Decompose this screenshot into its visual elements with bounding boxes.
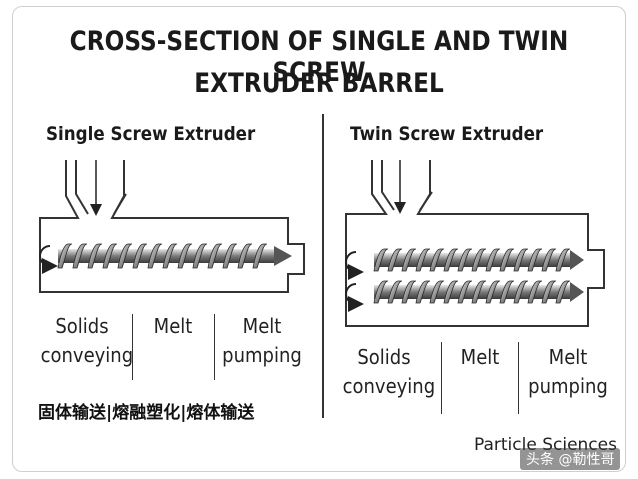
screw-flight bbox=[117, 243, 133, 269]
twin-screw-upper bbox=[373, 248, 584, 272]
watermark: 头条 @勒性哥 bbox=[520, 448, 621, 470]
screw-flight bbox=[57, 243, 73, 269]
screw-flight bbox=[443, 248, 459, 272]
screw-flight bbox=[373, 280, 389, 304]
screw-flight bbox=[471, 248, 487, 272]
twin-screw-label: Twin Screw Extruder bbox=[350, 123, 544, 145]
title-line-1: CROSS-SECTION OF SINGLE AND TWIN SCREW bbox=[69, 26, 569, 88]
screw-flight bbox=[415, 280, 431, 304]
screw-flight bbox=[387, 280, 403, 304]
screw-flight bbox=[207, 243, 223, 269]
screw-flight bbox=[162, 243, 178, 269]
screw-flight bbox=[102, 243, 118, 269]
screw-flight bbox=[415, 248, 431, 272]
screw-flight bbox=[443, 280, 459, 304]
single-zone-melt: Melt bbox=[153, 314, 193, 338]
screw-flight bbox=[387, 248, 403, 272]
figure-frame bbox=[12, 6, 626, 472]
rotation-arrow-single bbox=[39, 245, 58, 274]
screw-flight bbox=[147, 243, 163, 269]
twin-barrel bbox=[345, 160, 605, 327]
screw-flight bbox=[87, 243, 103, 269]
screw-flight bbox=[471, 280, 487, 304]
screw-flight bbox=[527, 280, 543, 304]
screw-flight bbox=[527, 248, 543, 272]
rotation-arrow-twin-lower bbox=[345, 283, 364, 312]
title-line-2: EXTRUDER BARREL bbox=[194, 68, 444, 99]
screw-flight bbox=[513, 248, 529, 272]
screw-flight bbox=[555, 280, 571, 304]
screw-flight bbox=[457, 248, 473, 272]
screw-flight bbox=[457, 280, 473, 304]
screw-flight bbox=[541, 248, 557, 272]
screw-flight bbox=[499, 280, 515, 304]
screw-flight bbox=[485, 248, 501, 272]
screw-flight bbox=[485, 280, 501, 304]
single-zone-separator-2 bbox=[214, 314, 215, 380]
screw-flight bbox=[373, 248, 389, 272]
screw-flight bbox=[499, 248, 515, 272]
center-divider bbox=[322, 114, 324, 418]
screw-flight bbox=[222, 243, 238, 269]
screw-flight bbox=[252, 243, 268, 269]
screw-flight bbox=[237, 243, 253, 269]
twin-zone-separator-1 bbox=[441, 342, 442, 414]
single-screw-label: Single Screw Extruder bbox=[46, 123, 256, 145]
screw-flight bbox=[401, 280, 417, 304]
screw-flight bbox=[132, 243, 148, 269]
screw-flight bbox=[555, 248, 571, 272]
single-zone-separator-1 bbox=[132, 314, 133, 380]
screw-flight bbox=[72, 243, 88, 269]
single-screw bbox=[57, 243, 292, 269]
twin-zone-melt: Melt bbox=[460, 345, 500, 369]
screw-flight bbox=[177, 243, 193, 269]
twin-zone-separator-2 bbox=[518, 342, 519, 414]
rotation-arrow-twin-upper bbox=[345, 251, 364, 280]
twin-screw-lower bbox=[373, 280, 584, 304]
screw-flight bbox=[401, 248, 417, 272]
screw-flight bbox=[429, 280, 445, 304]
screw-flight bbox=[513, 280, 529, 304]
screw-flight bbox=[192, 243, 208, 269]
screw-flight bbox=[429, 248, 445, 272]
single-barrel bbox=[39, 160, 305, 293]
chinese-zone-caption: 固体输送|熔融塑化|熔体输送 bbox=[38, 403, 255, 423]
screw-flight bbox=[541, 280, 557, 304]
